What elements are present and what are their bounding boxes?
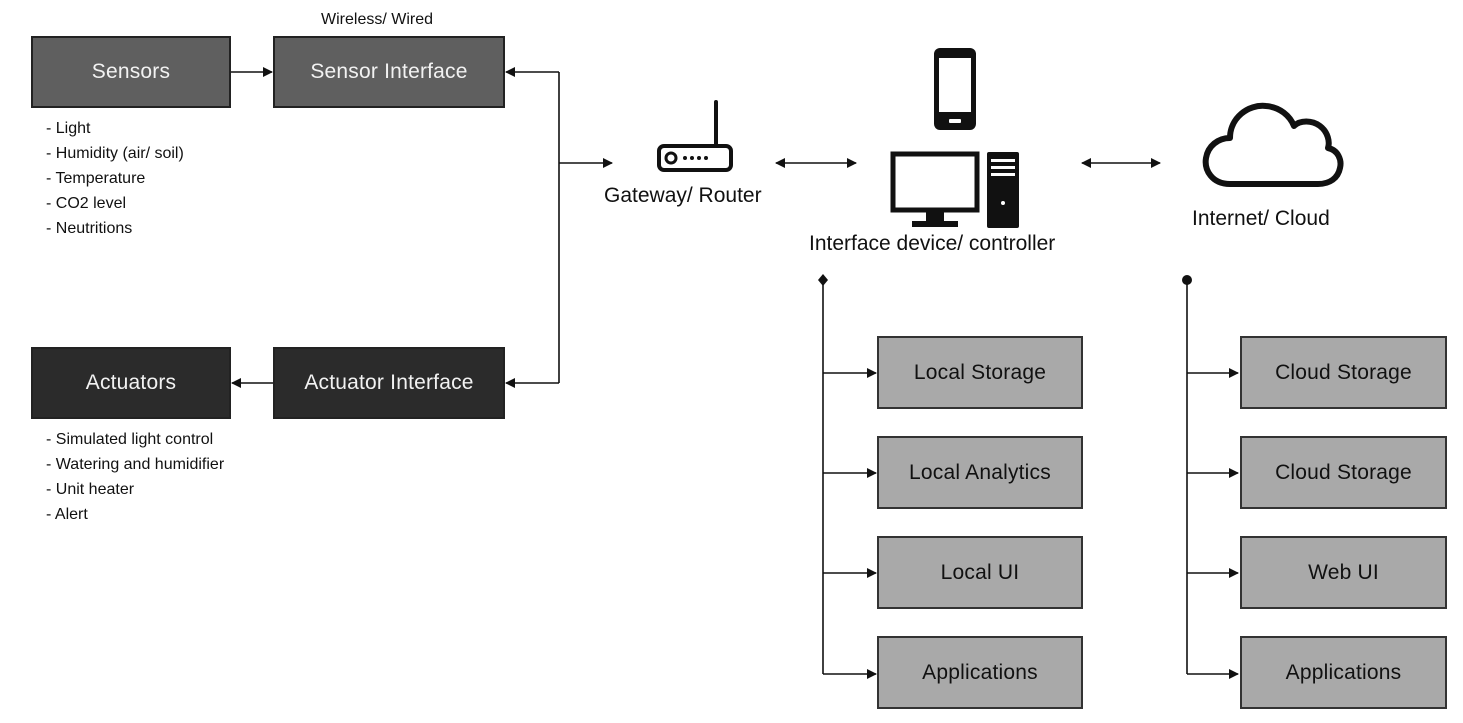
sensor-list: Light Humidity (air/ soil) Temperature C… [46,116,184,241]
local-analytics-box: Local Analytics [877,436,1083,509]
cloud-module-label: Applications [1285,660,1402,684]
local-ui-box: Local UI [877,536,1083,609]
web-ui-box: Web UI [1240,536,1447,609]
cloud-icon [1202,102,1344,187]
list-item: Unit heater [46,477,224,502]
sensor-interface-label: Sensor Interface [310,60,468,83]
actuator-interface-label: Actuator Interface [304,371,474,394]
cloud-module-label: Web UI [1308,560,1379,584]
interface-device-label: Interface device/ controller [809,232,1056,255]
monitor-icon [890,151,980,227]
list-item: Humidity (air/ soil) [46,141,184,166]
cloud-module-label: Cloud Storage [1275,460,1412,484]
list-item: Neutritions [46,216,184,241]
local-module-label: Local UI [940,560,1020,584]
actuator-list: Simulated light control Watering and hum… [46,427,224,527]
sensors-label: Sensors [91,60,171,83]
smartphone-icon [934,48,976,130]
local-storage-box: Local Storage [877,336,1083,409]
router-icon [657,100,733,172]
actuators-label: Actuators [85,371,177,394]
list-item: CO2 level [46,191,184,216]
cloud-storage-box-2: Cloud Storage [1240,436,1447,509]
list-item: Simulated light control [46,427,224,452]
local-module-label: Applications [922,660,1038,684]
tower-pc-icon [987,152,1019,228]
local-applications-box: Applications [877,636,1083,709]
connection-caption: Wireless/ Wired [321,11,434,28]
local-module-label: Local Storage [913,360,1047,384]
sensors-box: Sensors [31,36,231,108]
list-item: Temperature [46,166,184,191]
list-item: Watering and humidifier [46,452,224,477]
list-item: Light [46,116,184,141]
cloud-applications-box: Applications [1240,636,1447,709]
actuator-interface-box: Actuator Interface [273,347,505,419]
cloud-label: Internet/ Cloud [1192,207,1330,230]
gateway-label: Gateway/ Router [604,184,762,207]
cloud-module-label: Cloud Storage [1275,360,1412,384]
actuators-box: Actuators [31,347,231,419]
list-item: Alert [46,502,224,527]
local-module-label: Local Analytics [909,460,1051,484]
sensor-interface-box: Sensor Interface [273,36,505,108]
cloud-storage-box: Cloud Storage [1240,336,1447,409]
